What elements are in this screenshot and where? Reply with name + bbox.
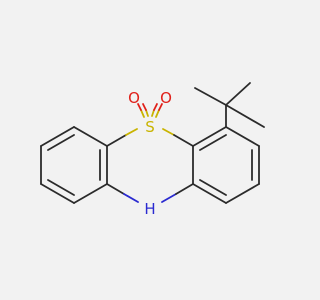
bond: [225, 126, 260, 147]
s-o-bond: [153, 103, 158, 111]
nitrogen-hydrogen-label: H: [144, 200, 155, 218]
structure-diagram: S O O H: [40, 82, 265, 218]
bond-to-nitrogen: [161, 193, 177, 203]
bond: [73, 126, 108, 147]
bond: [40, 126, 75, 147]
oxygen-right-label: O: [160, 89, 172, 107]
oxygen-left-label: O: [128, 89, 140, 107]
molecule-canvas: S O O H: [40, 82, 265, 218]
s-o-bond: [145, 109, 149, 117]
s-o-bond: [158, 103, 163, 111]
bond: [192, 126, 227, 147]
tert-butyl-group: [194, 82, 265, 128]
sulfur-label: S: [145, 118, 155, 136]
bond-to-nitrogen: [123, 193, 139, 203]
bond: [225, 183, 260, 204]
methyl-bond: [194, 87, 227, 106]
left-benzene-ring: [40, 126, 108, 204]
double-bond-inner: [47, 134, 75, 151]
central-ring: [106, 128, 194, 203]
bond: [173, 134, 194, 147]
bond: [73, 183, 108, 204]
s-o-bond: [151, 109, 155, 117]
bond-to-sulfur: [125, 128, 138, 136]
double-bond-inner: [199, 134, 227, 151]
bond: [40, 183, 75, 204]
sulfonyl-bonds: [137, 103, 163, 118]
s-o-bond: [140, 109, 145, 118]
methyl-bond: [225, 82, 251, 106]
bond-to-sulfur: [162, 128, 175, 136]
bond: [175, 183, 194, 195]
bond: [106, 183, 125, 195]
methyl-bond: [225, 104, 265, 128]
bond: [192, 183, 227, 204]
right-benzene-ring: [192, 126, 260, 204]
s-o-bond: [137, 103, 142, 111]
s-o-bond: [142, 103, 147, 111]
bond: [106, 134, 127, 147]
double-bond-inner: [199, 179, 227, 196]
s-o-bond: [155, 109, 160, 118]
double-bond-inner: [47, 179, 75, 196]
